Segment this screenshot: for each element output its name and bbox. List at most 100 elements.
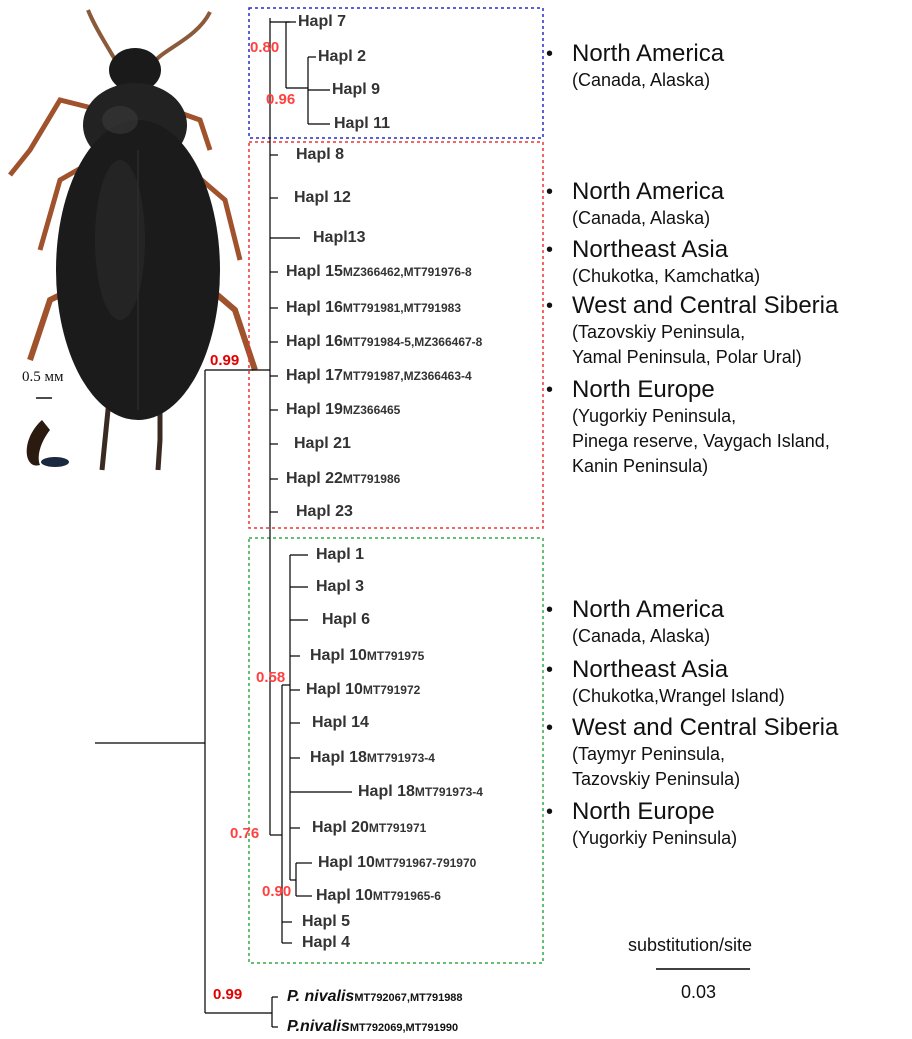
scale-bar-value-label: 0.03 [681,982,716,1003]
accession-numbers: MZ366465 [343,403,400,417]
accession-numbers: MZ366462,MT791976-8 [343,265,472,279]
accession-numbers: MT791987,MZ366463-4 [343,369,472,383]
tip-label: Hapl 19MZ366465 [286,401,400,419]
accession-numbers: MT791986 [343,472,400,486]
support-value: 0.99 [213,987,242,1003]
region-detail: (Yugorkiy Peninsula) [572,826,737,851]
haplotype-name: Hapl 22 [286,470,343,487]
accession-numbers: MT791984-5,MZ366467-8 [343,335,482,349]
tip-label: Hapl 16MT791984-5,MZ366467-8 [286,333,482,351]
tip-label: Hapl 3 [316,578,364,596]
haplotype-name: P. nivalis [287,988,354,1005]
haplotype-name: Hapl 21 [294,435,351,452]
region-detail: (Canada, Alaska) [572,206,710,231]
haplotype-name: Hapl 7 [298,13,346,30]
region-title: North America [572,596,724,624]
haplotype-name: Hapl 6 [322,611,370,628]
tip-label: Hapl 16MT791981,MT791983 [286,299,461,317]
tip-label: Hapl 10MT791967-791970 [318,854,476,872]
haplotype-name: Hapl 16 [286,333,343,350]
accession-numbers: MT791973-4 [415,785,483,799]
tip-label: Hapl 9 [332,81,380,99]
haplotype-name: Hapl 10 [318,854,375,871]
accession-numbers: MT791973-4 [367,751,435,765]
region-detail: (Tazovskiy Peninsula, Yamal Peninsula, P… [572,320,802,370]
tip-label: Hapl 8 [296,146,344,164]
region-title: North America [572,178,724,206]
haplotype-name: Hapl 4 [302,934,350,951]
tip-label: Hapl 5 [302,913,350,931]
region-title: North Europe [572,798,715,826]
specimen-scale-label: 0.5 мм [22,369,63,386]
region-title: North America [572,40,724,68]
haplotype-name: Hapl 10 [316,887,373,904]
accession-numbers: MT792067,MT791988 [354,992,462,1004]
haplotype-name: Hapl 12 [294,189,351,206]
tip-label: Hapl 18MT791973-4 [358,783,483,801]
scale-bar-unit-label: substitution/site [628,935,752,956]
accession-numbers: MT792069,MT791990 [350,1022,458,1034]
region-title: West and Central Siberia [572,292,838,320]
region-detail: (Yugorkiy Peninsula, Pinega reserve, Vay… [572,404,830,479]
haplotype-name: Hapl 17 [286,367,343,384]
support-value: 0.76 [230,826,259,842]
accession-numbers: MT791975 [367,649,424,663]
haplotype-name: Hapl 19 [286,401,343,418]
accession-numbers: MT791967-791970 [375,856,476,870]
haplotype-name: Hapl 3 [316,578,364,595]
region-detail: (Chukotka,Wrangel Island) [572,684,785,709]
region-title: West and Central Siberia [572,714,838,742]
haplotype-name: Hapl 15 [286,263,343,280]
region-detail: (Canada, Alaska) [572,68,710,93]
haplotype-name: Hapl 1 [316,546,364,563]
tip-label: Hapl13 [313,229,365,247]
region-title: North Europe [572,376,715,404]
haplotype-name: P.nivalis [287,1018,350,1035]
tip-label: P. nivalisMT792067,MT791988 [287,988,463,1007]
tip-label: Hapl 2 [318,48,366,66]
haplotype-name: Hapl 11 [334,115,390,132]
accession-numbers: MT791981,MT791983 [343,301,461,315]
haplotype-name: Hapl 18 [310,749,367,766]
region-title: Northeast Asia [572,656,728,684]
haplotype-name: Hapl 10 [310,647,367,664]
beetle-illustration [10,10,255,470]
accession-numbers: MT791965-6 [373,889,441,903]
support-value: 0.80 [250,40,279,56]
clade-box-blue [249,8,543,138]
haplotype-name: Hapl 14 [312,714,369,731]
tip-label: Hapl 11 [334,115,390,133]
tip-label: Hapl 21 [294,435,351,453]
accession-numbers: MT791972 [363,683,420,697]
tip-label: Hapl 22MT791986 [286,470,400,488]
accession-numbers: MT791971 [369,821,426,835]
tip-label: Hapl 14 [312,714,369,732]
tip-label: P.nivalisMT792069,MT791990 [287,1018,458,1037]
support-value: 0.96 [266,92,295,108]
tip-label: Hapl 4 [302,934,350,952]
haplotype-name: Hapl 8 [296,146,344,163]
tip-label: Hapl 12 [294,189,351,207]
tip-label: Hapl 20MT791971 [312,819,426,837]
tip-label: Hapl 10MT791965-6 [316,887,441,905]
tip-label: Hapl 1 [316,546,364,564]
support-value: 0.99 [210,353,239,369]
tip-label: Hapl 15MZ366462,MT791976-8 [286,263,472,281]
haplotype-name: Hapl 10 [306,681,363,698]
tip-label: Hapl 23 [296,503,353,521]
support-value: 0.58 [256,670,285,686]
haplotype-name: Hapl 18 [358,783,415,800]
region-detail: (Canada, Alaska) [572,624,710,649]
support-value: 0.90 [262,884,291,900]
tip-label: Hapl 10MT791975 [310,647,424,665]
haplotype-name: Hapl 2 [318,48,366,65]
haplotype-name: Hapl13 [313,229,365,246]
haplotype-name: Hapl 9 [332,81,380,98]
haplotype-name: Hapl 5 [302,913,350,930]
haplotype-name: Hapl 20 [312,819,369,836]
tip-label: Hapl 6 [322,611,370,629]
tip-label: Hapl 10MT791972 [306,681,420,699]
region-title: Northeast Asia [572,236,728,264]
